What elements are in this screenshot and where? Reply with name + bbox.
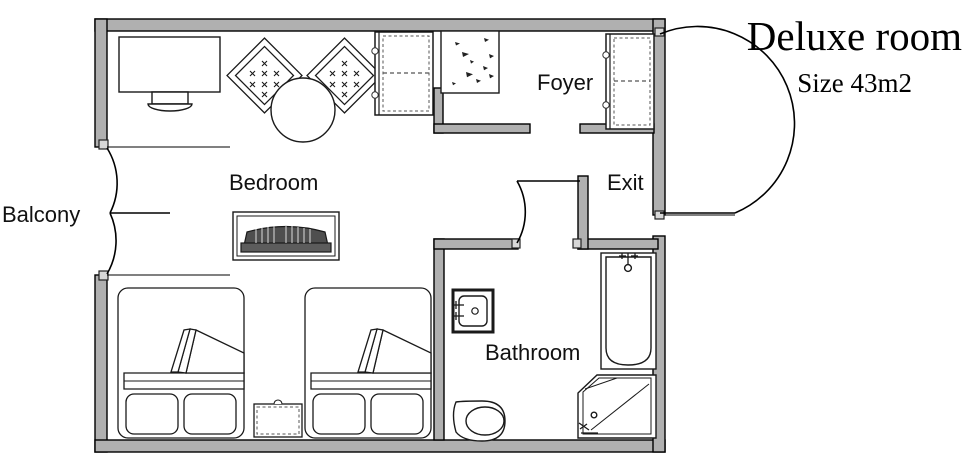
toilet-bowl: [465, 406, 505, 436]
wardrobe-bedroom-hinge-top: [371, 47, 379, 55]
bathtub-faucet: [619, 253, 638, 264]
jamb-balcony-top: [98, 139, 109, 150]
wall-right-upper: [652, 18, 666, 216]
sofa-bench-seat: [240, 242, 332, 253]
label-bathroom: Bathroom: [485, 340, 580, 365]
bed-left-pillow-1: [125, 393, 179, 435]
bed-right-pillow-1: [312, 393, 366, 435]
shower-door-line-2: [590, 383, 650, 431]
label-exit: Exit: [607, 170, 644, 195]
decor-panel-frame: [440, 30, 500, 94]
shower-drain: [590, 411, 598, 419]
toilet: [452, 400, 506, 442]
wall-bathroom-vertical: [433, 238, 445, 441]
jamb-bathroom-right: [572, 238, 582, 249]
wall-inner-trim: [107, 146, 735, 276]
wardrobe-bedroom: [371, 31, 434, 116]
wall-bathroom-top-right: [577, 238, 659, 250]
bathtub-basin: [605, 256, 652, 366]
wardrobe-foyer: [602, 33, 655, 130]
wall-bottom: [94, 439, 666, 453]
wardrobe-foyer-hinge-bottom: [602, 101, 610, 109]
bed-right: [304, 287, 432, 439]
bed-right-duvet-edge2: [357, 328, 378, 373]
bathroom-door-arc: [516, 180, 527, 244]
bed-right-pillow-2: [370, 393, 424, 435]
bathtub: [600, 252, 657, 370]
tv-screen: [118, 36, 221, 93]
tv-console: [118, 36, 221, 112]
shower: [577, 374, 657, 439]
balcony-door: [106, 147, 170, 275]
label-balcony: Balcony: [2, 202, 80, 227]
nightstand-body: [253, 403, 303, 438]
armchair-right-cushion-marks: [329, 60, 360, 98]
tv-stand-base: [147, 103, 193, 112]
shower-door-line-1: [584, 377, 618, 390]
balcony-door-arc-upper: [106, 147, 118, 214]
wardrobe-foyer-hinge-top: [602, 51, 610, 59]
plan-title: Deluxe room: [747, 13, 962, 59]
label-foyer: Foyer: [537, 70, 593, 95]
tv-stand-neck: [151, 91, 189, 105]
sink-faucet: [452, 301, 464, 320]
jamb-bathroom-left: [511, 238, 521, 249]
wall-left-upper: [94, 18, 108, 148]
doors: [106, 25, 796, 275]
bed-left-pillow-2: [183, 393, 237, 435]
bathroom-door: [516, 180, 580, 244]
jamb-entry-upper: [654, 27, 665, 37]
jamb-entry-lower: [654, 210, 665, 220]
wall-left-lower: [94, 274, 108, 453]
nightstand-knob: [273, 399, 283, 405]
bed-left: [117, 287, 245, 439]
wardrobe-bedroom-hinge-bottom: [371, 91, 379, 99]
sink-drain: [471, 307, 479, 315]
nightstand-inner: [256, 406, 300, 435]
sofa-bench: [232, 211, 340, 261]
wall-foyer-stub-horizontal: [433, 123, 531, 134]
entry-door: [659, 25, 796, 214]
decor-panel: [440, 30, 500, 94]
sink: [451, 288, 495, 334]
plan-subtitle: Size 43m2: [797, 68, 912, 98]
decor-panel-marks: [452, 38, 494, 86]
armchair-left-cushion-marks: [249, 60, 280, 98]
bed-left-duvet-edge2: [170, 328, 191, 373]
nightstand: [253, 399, 303, 438]
wall-top: [94, 18, 666, 32]
bathtub-drain: [623, 263, 633, 273]
door-jambs: [98, 27, 665, 281]
balcony-door-arc-lower: [106, 212, 117, 275]
shower-faucet: [578, 422, 598, 434]
entry-door-arc: [659, 25, 796, 214]
sofa-bench-pleats: [255, 225, 311, 243]
label-bedroom: Bedroom: [229, 170, 318, 195]
round-table: [270, 77, 336, 143]
wall-bathroom-top-left: [433, 238, 519, 250]
armchair-right-inner: [314, 45, 375, 106]
wall-corridor-vertical: [577, 175, 589, 250]
jamb-balcony-bottom: [98, 270, 109, 281]
